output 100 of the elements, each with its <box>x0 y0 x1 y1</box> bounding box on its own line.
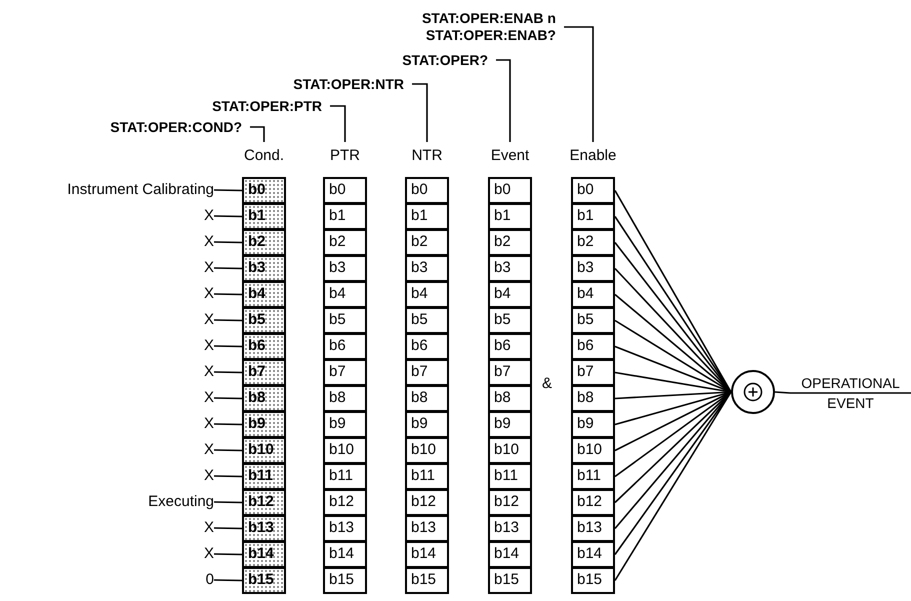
register-bit: b12 <box>242 489 286 516</box>
register-bit: b9 <box>405 411 449 438</box>
connector-line <box>214 397 242 400</box>
bracket-line <box>564 26 594 142</box>
bit-label: X <box>0 231 214 253</box>
output-label: OPERATIONAL EVENT <box>790 373 911 413</box>
connector-line <box>214 241 242 244</box>
register-bit: b2 <box>488 229 532 256</box>
register-bit: b6 <box>405 333 449 360</box>
register-bit: b4 <box>488 281 532 308</box>
bit-label: X <box>0 309 214 331</box>
connector-line <box>214 345 242 348</box>
register-bit: b9 <box>242 411 286 438</box>
register-bit: b0 <box>488 177 532 204</box>
bracket-line <box>496 59 511 142</box>
register-bit: b2 <box>405 229 449 256</box>
register-bit: b9 <box>488 411 532 438</box>
register-bit: b11 <box>488 463 532 490</box>
connector-line <box>214 475 242 478</box>
register-bit: b11 <box>323 463 367 490</box>
register-bit: b5 <box>571 307 615 334</box>
connector-line <box>214 423 242 426</box>
register-bit: b13 <box>405 515 449 542</box>
register-bit: b14 <box>242 541 286 568</box>
register-bit: b4 <box>242 281 286 308</box>
register-bit: b11 <box>405 463 449 490</box>
register-bit: b12 <box>571 489 615 516</box>
column-header: Event <box>478 146 542 166</box>
connector-line <box>774 391 790 394</box>
register-bit: b10 <box>405 437 449 464</box>
register-bit: b5 <box>488 307 532 334</box>
register-bit: b14 <box>323 541 367 568</box>
register-bit: b3 <box>488 255 532 282</box>
register-bit: b13 <box>242 515 286 542</box>
register-bit: b12 <box>405 489 449 516</box>
bit-label: X <box>0 335 214 357</box>
register-bit: b14 <box>571 541 615 568</box>
register-bit: b1 <box>488 203 532 230</box>
register-bit: b7 <box>405 359 449 386</box>
column-header: Enable <box>561 146 625 166</box>
register-bit: b4 <box>571 281 615 308</box>
register-bit: b3 <box>323 255 367 282</box>
register-bit: b11 <box>242 463 286 490</box>
register-bit: b10 <box>571 437 615 464</box>
register-bit: b10 <box>323 437 367 464</box>
register-bit: b3 <box>571 255 615 282</box>
register-bit: b0 <box>242 177 286 204</box>
register-bit: b0 <box>571 177 615 204</box>
bit-label: Instrument Calibrating <box>0 179 214 201</box>
register-bit: b1 <box>323 203 367 230</box>
register-bit: b5 <box>405 307 449 334</box>
command-label: STAT:OPER:NTR <box>276 75 404 93</box>
register-bit: b6 <box>571 333 615 360</box>
connector-line <box>214 553 242 556</box>
bit-label: X <box>0 413 214 435</box>
register-bit: b8 <box>405 385 449 412</box>
register-bit: b6 <box>242 333 286 360</box>
register-bit: b9 <box>323 411 367 438</box>
register-bit: b6 <box>488 333 532 360</box>
bit-label: X <box>0 465 214 487</box>
command-label: STAT:OPER:ENAB n STAT:OPER:ENAB? <box>400 9 556 45</box>
connector-line <box>214 267 242 270</box>
register-bit: b1 <box>242 203 286 230</box>
command-label: STAT:OPER:COND? <box>76 118 242 136</box>
register-bit: b3 <box>405 255 449 282</box>
bit-label: X <box>0 361 214 383</box>
register-bit: b8 <box>323 385 367 412</box>
register-bit: b12 <box>488 489 532 516</box>
register-bit: b13 <box>571 515 615 542</box>
register-bit: b6 <box>323 333 367 360</box>
register-bit: b7 <box>571 359 615 386</box>
register-bit: b11 <box>571 463 615 490</box>
column-header: Cond. <box>232 146 296 166</box>
register-bit: b15 <box>242 567 286 594</box>
register-bit: b2 <box>242 229 286 256</box>
bit-label: X <box>0 205 214 227</box>
register-bit: b10 <box>242 437 286 464</box>
bracket-line <box>330 105 346 142</box>
register-bit: b2 <box>323 229 367 256</box>
connector-line <box>214 293 242 296</box>
register-bit: b15 <box>571 567 615 594</box>
register-bit: b8 <box>242 385 286 412</box>
register-bit: b13 <box>323 515 367 542</box>
connector-line <box>214 189 242 192</box>
register-bit: b8 <box>488 385 532 412</box>
register-bit: b3 <box>242 255 286 282</box>
bit-label: X <box>0 439 214 461</box>
command-label: STAT:OPER:PTR <box>196 97 322 115</box>
register-bit: b2 <box>571 229 615 256</box>
connector-line <box>214 371 242 374</box>
register-bit: b14 <box>488 541 532 568</box>
bit-label: 0 <box>0 569 214 591</box>
connector-line <box>214 449 242 452</box>
and-symbol: & <box>542 374 552 394</box>
register-bit: b9 <box>571 411 615 438</box>
bracket-line <box>250 126 265 142</box>
column-header: NTR <box>395 146 459 166</box>
register-bit: b12 <box>323 489 367 516</box>
register-bit: b4 <box>405 281 449 308</box>
connector-line <box>214 215 242 218</box>
